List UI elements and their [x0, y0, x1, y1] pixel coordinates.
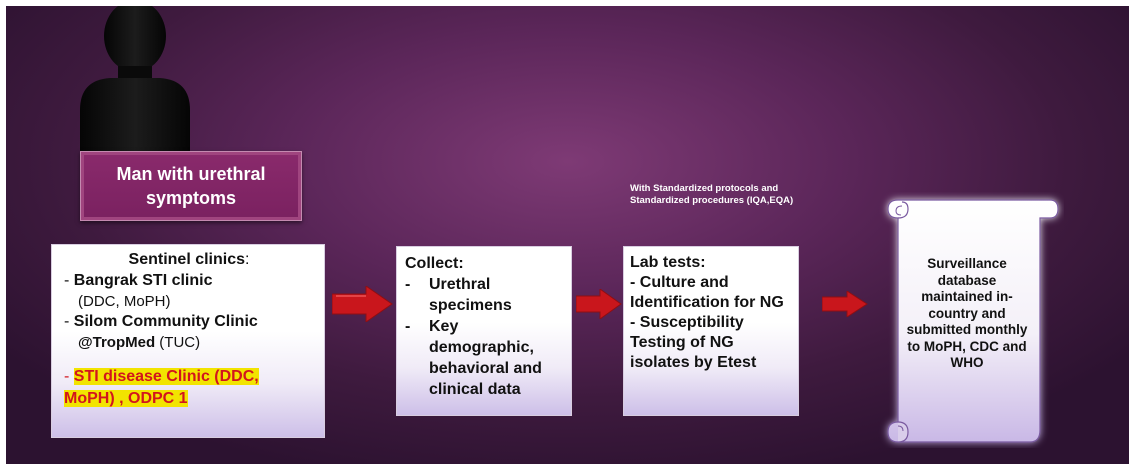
surveillance-text: Surveillance database maintained in-coun… — [906, 256, 1028, 370]
lab-tests-box: Lab tests: - Culture and Identification … — [623, 246, 799, 416]
clinic-sti-disease-line2: MoPH) , ODPC 1 — [64, 390, 188, 407]
clinic-bangrak: - Bangrak STI clinic — [64, 272, 213, 289]
person-label: Man with urethral symptoms — [116, 164, 266, 208]
person-silhouette-icon — [80, 6, 190, 170]
clinic-bangrak-sub: (DDC, MoPH) — [78, 293, 171, 310]
clinic-silom-sub: @TropMed (TUC) — [78, 334, 201, 351]
collect-box: Collect: -Urethral specimens -Key demogr… — [396, 246, 572, 416]
lab-standards-note: With Standardized protocols and Standard… — [630, 183, 794, 206]
clinic-sti-disease: - STI disease Clinic (DDC, — [64, 368, 259, 385]
lab-item-susceptibility: - Susceptibility Testing of NG isolates … — [630, 314, 757, 371]
person-label-box: Man with urethral symptoms — [80, 151, 302, 221]
clinic-silom: - Silom Community Clinic — [64, 313, 258, 330]
arrow-right-icon — [332, 286, 393, 322]
collect-title: Collect: — [405, 255, 464, 272]
scroll-icon — [887, 199, 1059, 443]
collect-item-data: -Key demographic, behavioral and clinica… — [405, 318, 542, 398]
arrow-right-icon — [822, 291, 868, 317]
sentinel-clinics-box: Sentinel clinics: - Bangrak STI clinic (… — [51, 244, 325, 438]
arrow-right-icon — [576, 289, 622, 319]
collect-item-specimens: -Urethral specimens — [405, 276, 512, 314]
lab-item-culture: - Culture and Identification for NG — [630, 274, 784, 311]
lab-title: Lab tests: — [630, 254, 706, 271]
slide-background: Man with urethral symptoms Sentinel clin… — [6, 6, 1129, 464]
sentinel-title: Sentinel clinics: — [128, 251, 250, 268]
